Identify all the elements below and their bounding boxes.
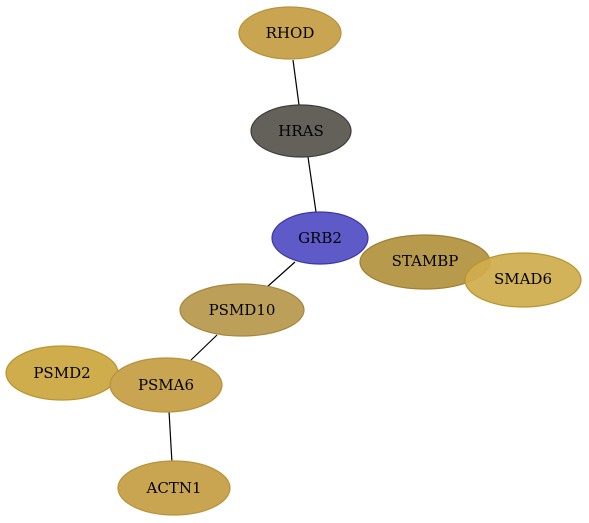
node-hras[interactable]: HRAS xyxy=(250,104,352,158)
node-psma6-shape xyxy=(109,357,223,413)
node-smad6-label: SMAD6 xyxy=(494,270,552,288)
node-actn1-label: ACTN1 xyxy=(146,479,202,497)
edge-rhod-hras xyxy=(292,59,300,106)
node-psmd10-shape xyxy=(179,283,305,337)
node-rhod[interactable]: RHOD xyxy=(238,6,342,60)
node-hras-shape xyxy=(250,104,352,158)
node-stambp[interactable]: STAMBP xyxy=(359,234,491,290)
node-grb2[interactable]: GRB2 xyxy=(271,211,369,265)
node-actn1[interactable]: ACTN1 xyxy=(117,460,231,516)
edges xyxy=(168,59,317,464)
node-psmd10[interactable]: PSMD10 xyxy=(179,283,305,337)
node-rhod-shape xyxy=(238,6,342,60)
node-psma6[interactable]: PSMA6 xyxy=(109,357,223,413)
node-smad6[interactable]: SMAD6 xyxy=(464,252,582,308)
node-stambp-label: STAMBP xyxy=(392,252,459,270)
edge-hras-grb2 xyxy=(307,156,317,213)
node-smad6-shape xyxy=(464,252,582,308)
node-psmd2-label: PSMD2 xyxy=(33,364,90,382)
edge-psmd10-psma6 xyxy=(190,334,218,361)
node-rhod-label: RHOD xyxy=(266,24,315,42)
edge-grb2-psmd10 xyxy=(266,261,296,288)
edge-psma6-actn1 xyxy=(168,410,173,464)
node-psmd10-label: PSMD10 xyxy=(209,301,276,319)
node-psmd2[interactable]: PSMD2 xyxy=(5,345,119,401)
node-actn1-shape xyxy=(117,460,231,516)
node-psma6-label: PSMA6 xyxy=(138,376,194,394)
node-grb2-label: GRB2 xyxy=(298,229,342,247)
node-hras-label: HRAS xyxy=(278,122,323,140)
node-grb2-shape xyxy=(271,211,369,265)
